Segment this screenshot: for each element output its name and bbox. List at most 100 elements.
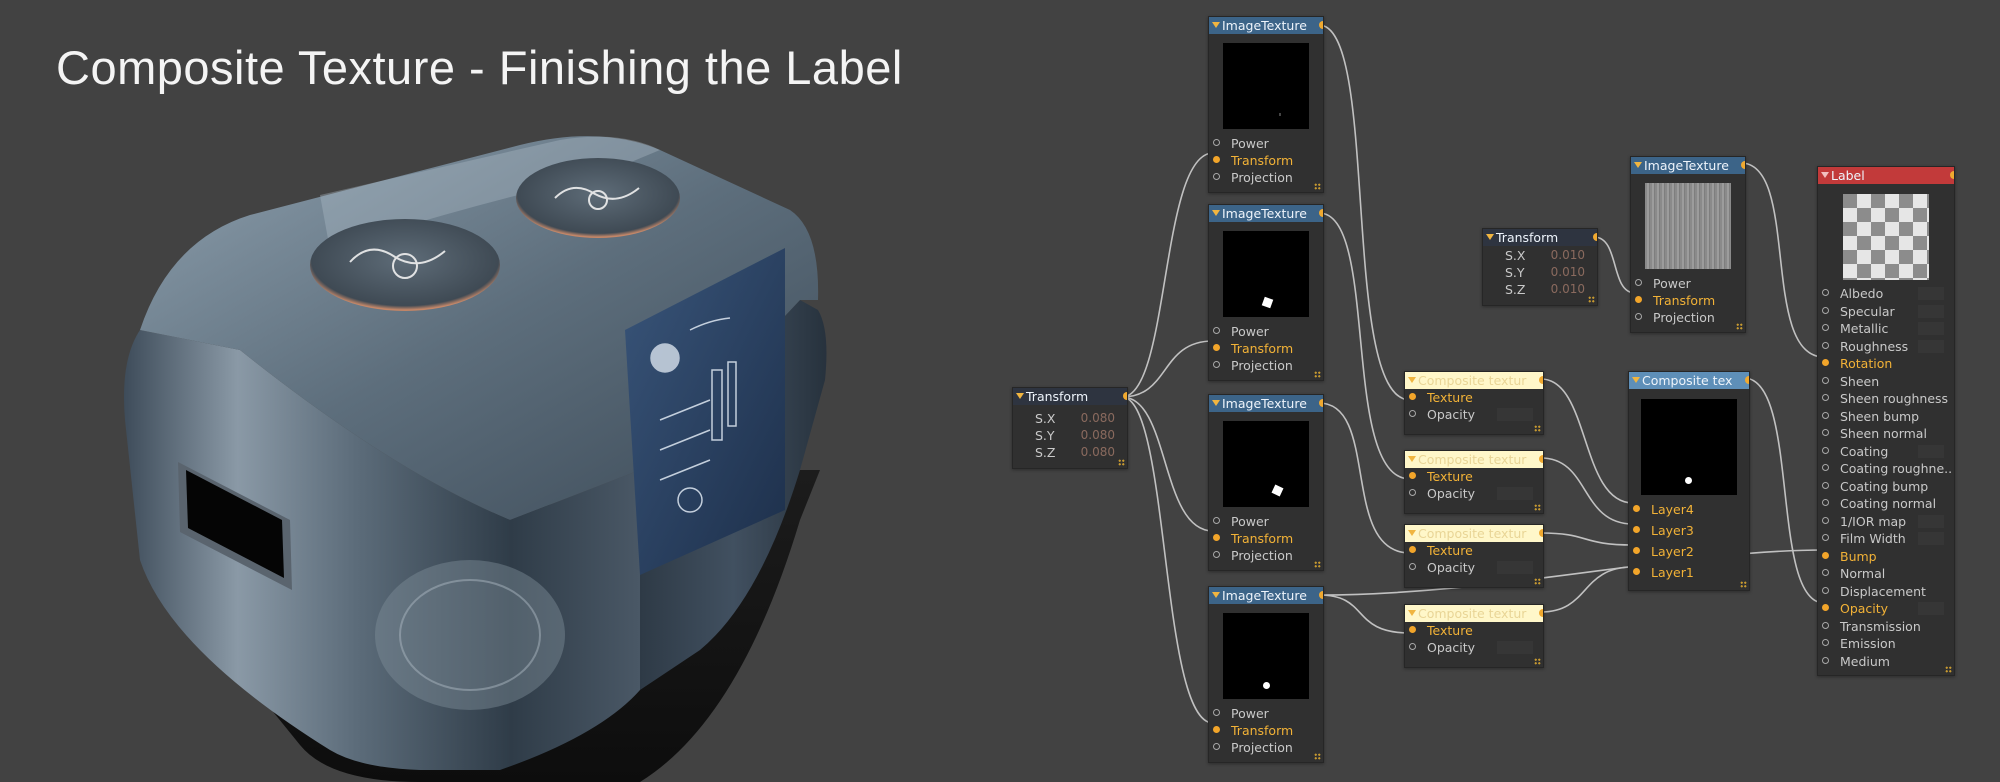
- opacity-slider[interactable]: [1497, 408, 1533, 421]
- field-value[interactable]: 0.080: [1080, 428, 1115, 442]
- input-port-icon[interactable]: [1213, 743, 1220, 750]
- input-row[interactable]: Power: [1631, 275, 1745, 292]
- material-input-row[interactable]: Rotation: [1818, 355, 1954, 373]
- input-port-icon[interactable]: [1822, 639, 1829, 646]
- composite-texture-node[interactable]: Composite tex Layer4 Layer3 Layer2 Layer…: [1628, 371, 1750, 591]
- opacity-slider[interactable]: [1497, 487, 1533, 500]
- input-port-icon[interactable]: [1635, 313, 1642, 320]
- field-value[interactable]: 0.080: [1080, 445, 1115, 459]
- output-port-icon[interactable]: [1539, 529, 1543, 537]
- output-port-icon[interactable]: [1123, 392, 1127, 400]
- collapse-triangle-icon[interactable]: [1408, 377, 1416, 383]
- input-row[interactable]: Transform: [1209, 152, 1323, 169]
- input-port-icon[interactable]: [1213, 517, 1220, 524]
- value-slider[interactable]: [1918, 322, 1944, 335]
- input-row[interactable]: Transform: [1209, 530, 1323, 547]
- output-port-icon[interactable]: [1741, 161, 1745, 169]
- image-texture-node-2[interactable]: ImageTexture Power Transform Projection: [1208, 204, 1324, 381]
- material-input-row[interactable]: Emission: [1818, 635, 1954, 653]
- input-row[interactable]: Layer3: [1629, 522, 1749, 539]
- input-port-icon[interactable]: [1635, 279, 1642, 286]
- input-port-icon[interactable]: [1213, 344, 1220, 351]
- value-slider[interactable]: [1918, 532, 1944, 545]
- input-port-icon[interactable]: [1822, 621, 1829, 629]
- output-port-icon[interactable]: [1539, 609, 1543, 617]
- composite-layer-node-4[interactable]: Composite textur Texture Opacity: [1404, 604, 1544, 668]
- resize-grip-icon[interactable]: [1588, 296, 1595, 303]
- collapse-triangle-icon[interactable]: [1212, 400, 1220, 406]
- field-value[interactable]: 0.010: [1550, 282, 1585, 296]
- resize-grip-icon[interactable]: [1945, 666, 1952, 673]
- value-slider[interactable]: [1918, 339, 1944, 353]
- opacity-slider[interactable]: [1497, 561, 1533, 574]
- material-input-row[interactable]: Sheen bump: [1818, 408, 1954, 426]
- collapse-triangle-icon[interactable]: [1486, 234, 1494, 240]
- node-header[interactable]: ImageTexture: [1209, 205, 1323, 222]
- output-port-icon[interactable]: [1319, 591, 1323, 599]
- resize-grip-icon[interactable]: [1534, 504, 1541, 511]
- input-port-icon[interactable]: [1822, 324, 1829, 331]
- value-slider[interactable]: [1918, 444, 1944, 458]
- material-input-row[interactable]: 1/IOR map: [1818, 513, 1954, 531]
- input-port-icon[interactable]: [1409, 410, 1416, 417]
- input-row[interactable]: Opacity: [1405, 485, 1543, 502]
- input-row[interactable]: Texture: [1405, 622, 1543, 639]
- input-row[interactable]: Projection: [1209, 739, 1323, 756]
- input-row[interactable]: Transform: [1631, 292, 1745, 309]
- input-row[interactable]: Texture: [1405, 468, 1543, 485]
- input-port-icon[interactable]: [1822, 341, 1829, 349]
- material-input-row[interactable]: Coating roughne..: [1818, 460, 1954, 478]
- input-row[interactable]: Texture: [1405, 542, 1543, 559]
- input-port-icon[interactable]: [1633, 568, 1640, 575]
- input-port-icon[interactable]: [1822, 446, 1829, 454]
- material-input-row[interactable]: Bump: [1818, 548, 1954, 566]
- node-header[interactable]: Transform: [1483, 229, 1597, 246]
- material-input-row[interactable]: Opacity: [1818, 600, 1954, 618]
- resize-grip-icon[interactable]: [1534, 578, 1541, 585]
- input-port-icon[interactable]: [1409, 563, 1416, 570]
- output-port-icon[interactable]: [1539, 376, 1543, 384]
- input-port-icon[interactable]: [1822, 429, 1829, 436]
- field-value[interactable]: 0.010: [1550, 248, 1585, 262]
- input-row[interactable]: Projection: [1209, 169, 1323, 186]
- node-header[interactable]: Composite tex: [1629, 372, 1749, 389]
- input-port-icon[interactable]: [1633, 547, 1640, 554]
- output-port-icon[interactable]: [1319, 21, 1323, 29]
- input-port-icon[interactable]: [1633, 526, 1640, 533]
- input-port-icon[interactable]: [1822, 306, 1829, 314]
- opacity-slider[interactable]: [1497, 641, 1533, 654]
- output-port-icon[interactable]: [1950, 171, 1954, 179]
- resize-grip-icon[interactable]: [1314, 183, 1321, 190]
- input-port-icon[interactable]: [1822, 464, 1829, 471]
- input-port-icon[interactable]: [1822, 569, 1829, 576]
- input-port-icon[interactable]: [1822, 411, 1829, 419]
- value-slider[interactable]: [1918, 287, 1944, 300]
- input-row[interactable]: Opacity: [1405, 559, 1543, 576]
- input-row[interactable]: Power: [1209, 513, 1323, 530]
- image-texture-node-1[interactable]: ImageTexture Power Transform Projection: [1208, 16, 1324, 193]
- collapse-triangle-icon[interactable]: [1408, 456, 1416, 462]
- resize-grip-icon[interactable]: [1314, 753, 1321, 760]
- node-header[interactable]: Composite textur: [1405, 451, 1543, 468]
- input-port-icon[interactable]: [1822, 289, 1829, 296]
- input-port-icon[interactable]: [1822, 516, 1829, 524]
- material-input-row[interactable]: Metallic: [1818, 320, 1954, 338]
- resize-grip-icon[interactable]: [1314, 561, 1321, 568]
- material-input-row[interactable]: Displacement: [1818, 583, 1954, 601]
- material-input-row[interactable]: Coating normal: [1818, 495, 1954, 513]
- resize-grip-icon[interactable]: [1314, 371, 1321, 378]
- material-input-row[interactable]: Sheen normal: [1818, 425, 1954, 443]
- input-port-icon[interactable]: [1822, 534, 1829, 541]
- input-row[interactable]: Texture: [1405, 389, 1543, 406]
- composite-layer-node-1[interactable]: Composite textur Texture Opacity: [1404, 371, 1544, 435]
- material-input-row[interactable]: Film Width: [1818, 530, 1954, 548]
- input-row[interactable]: Layer1: [1629, 564, 1749, 581]
- input-row[interactable]: Transform: [1209, 340, 1323, 357]
- material-input-row[interactable]: Medium: [1818, 653, 1954, 671]
- input-port-icon[interactable]: [1409, 489, 1416, 496]
